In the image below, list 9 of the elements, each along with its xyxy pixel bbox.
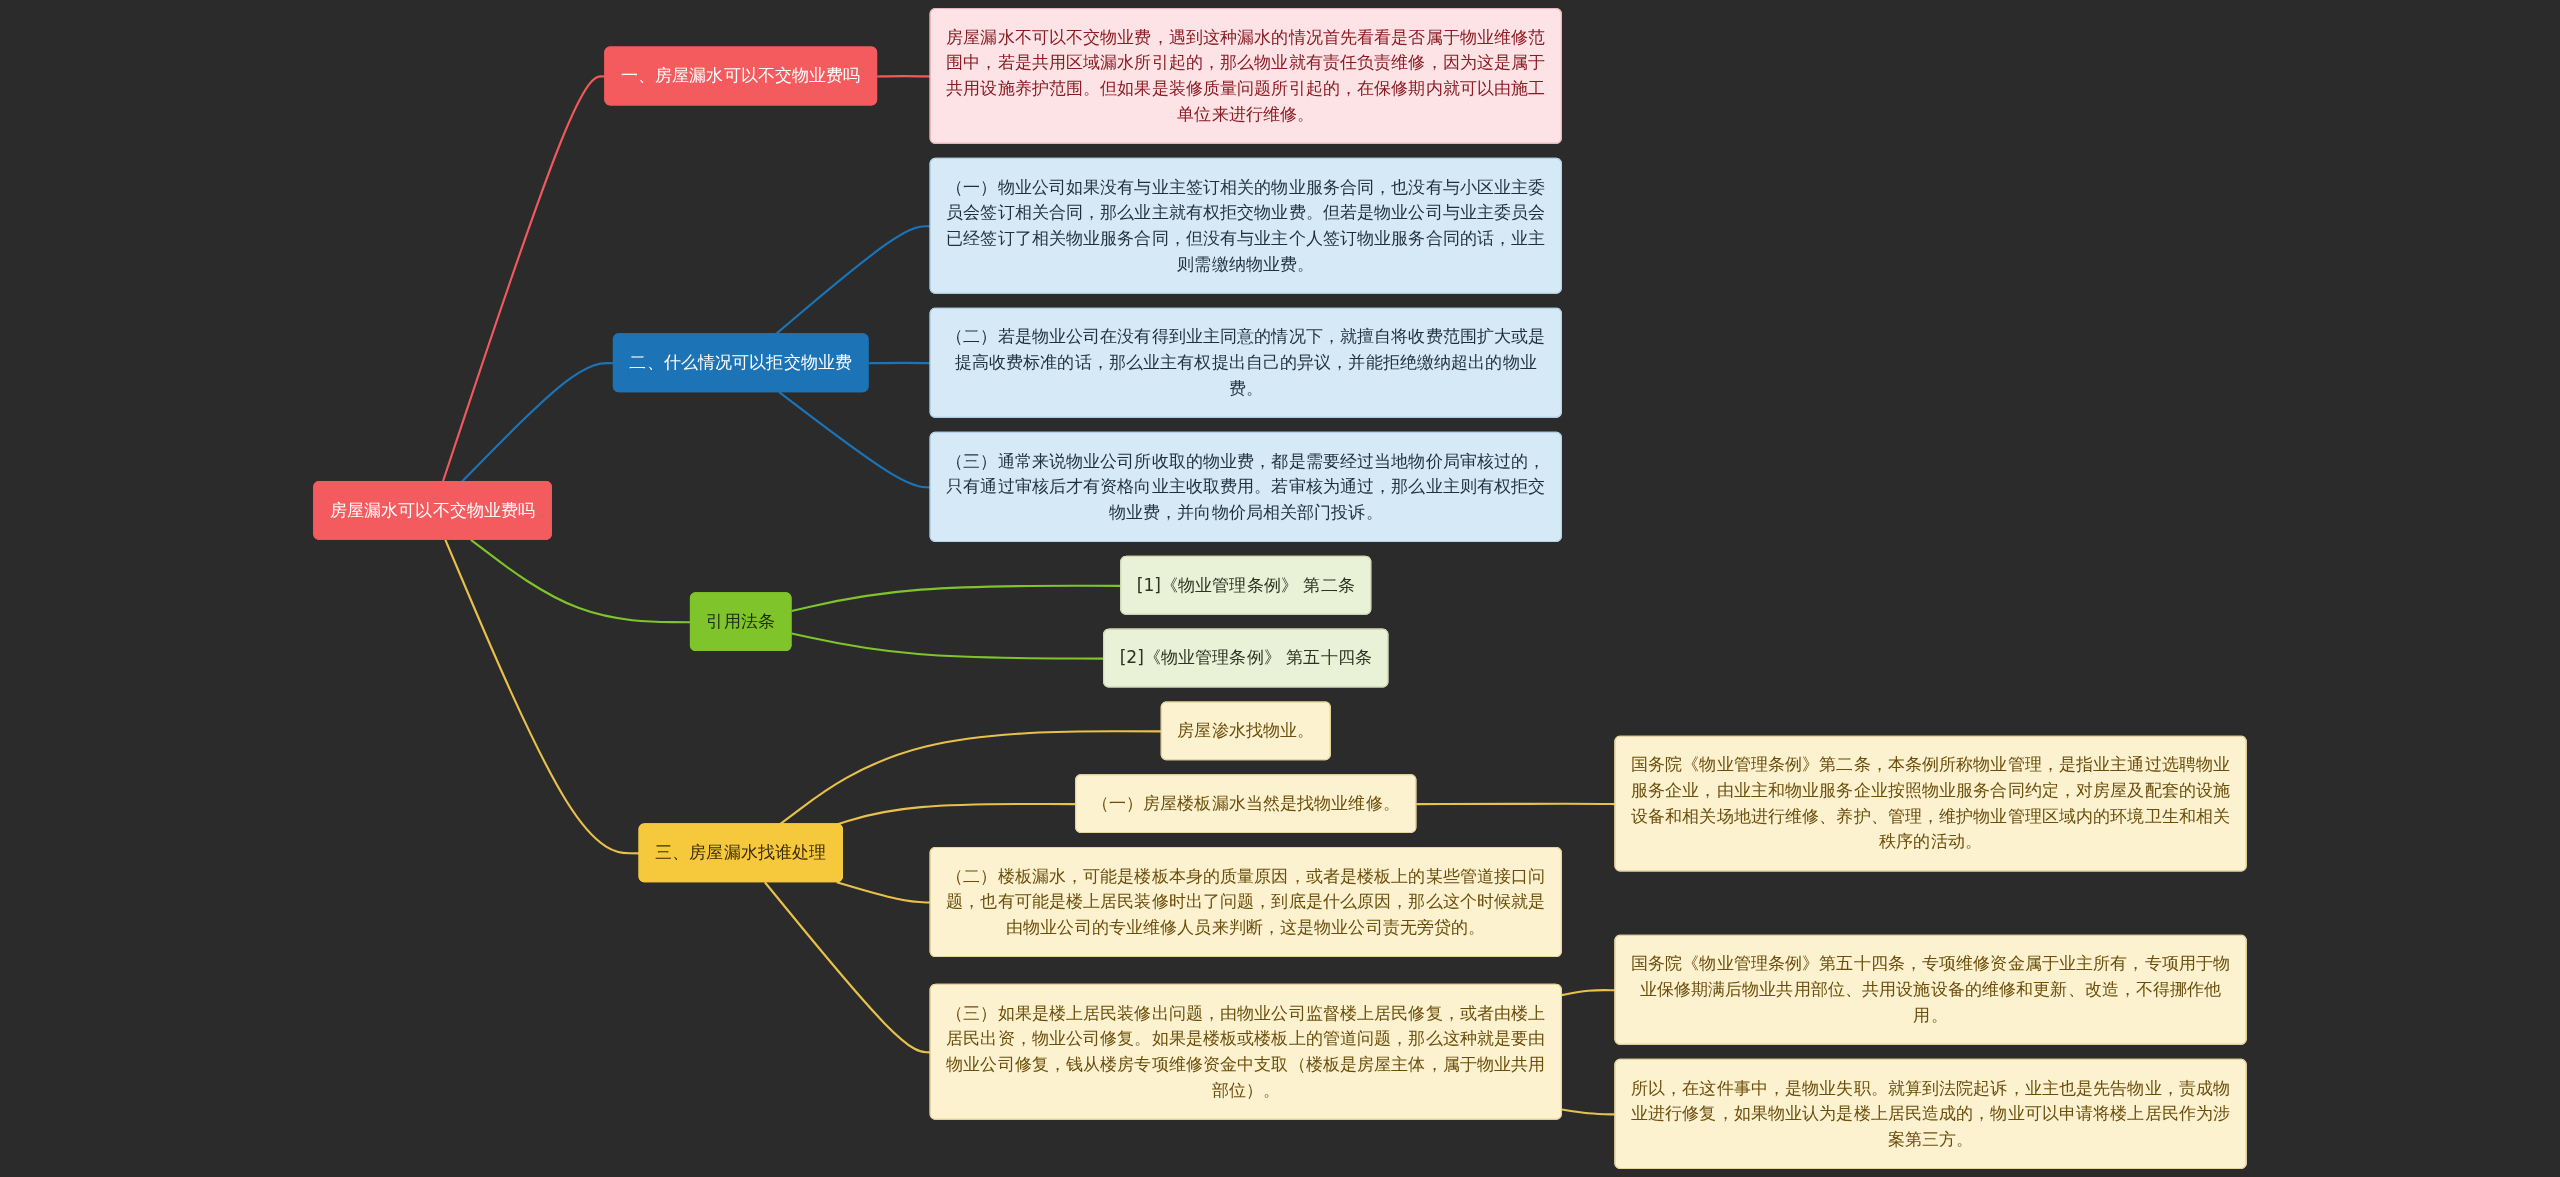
- connector: [877, 75, 931, 78]
- connector: [460, 362, 614, 483]
- connector: [444, 539, 640, 855]
- connector: [868, 361, 931, 365]
- connector: [470, 538, 691, 624]
- connector: [836, 881, 931, 904]
- connector: [778, 391, 931, 489]
- connector: [779, 730, 1162, 826]
- connector: [764, 881, 931, 1054]
